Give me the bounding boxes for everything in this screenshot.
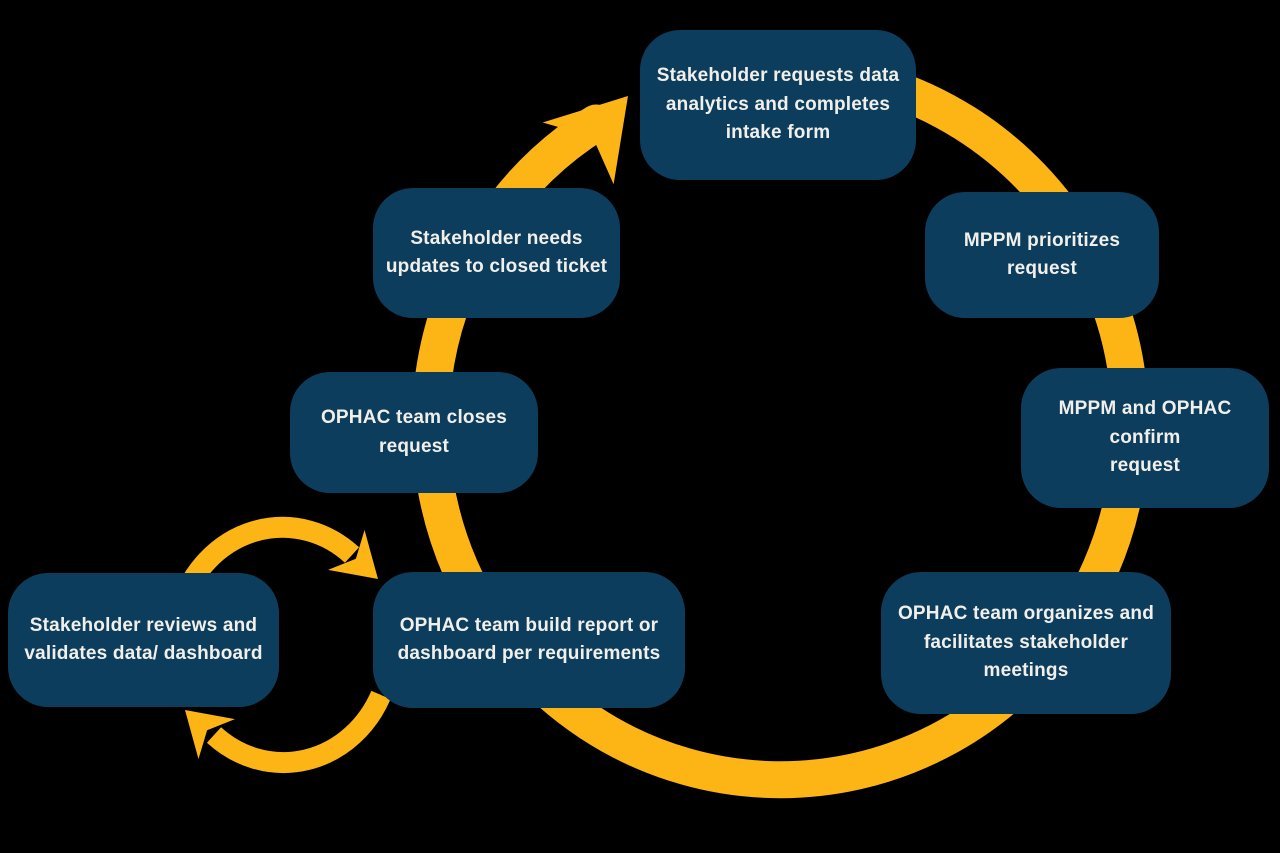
feedback-arrow-bottom xyxy=(206,690,391,774)
node-mppm-ophac-confirm-request: MPPM and OPHAC confirm request xyxy=(1021,368,1269,508)
node-ophac-closes-request: OPHAC team closes request xyxy=(290,372,538,493)
node-mppm-prioritizes-request: MPPM prioritizes request xyxy=(925,192,1159,318)
main-cycle-arrowhead-icon xyxy=(542,96,628,185)
node-ophac-organizes-meetings: OPHAC team organizes and facilitates sta… xyxy=(881,572,1171,714)
node-ophac-builds-report: OPHAC team build report or dashboard per… xyxy=(373,572,685,708)
feedback-arrowhead-right-icon xyxy=(328,530,378,579)
node-stakeholder-needs-updates: Stakeholder needs updates to closed tick… xyxy=(373,188,620,318)
feedback-arrowhead-left-icon xyxy=(185,710,235,759)
node-stakeholder-requests-intake: Stakeholder requests data analytics and … xyxy=(640,30,916,180)
node-stakeholder-reviews-validates: Stakeholder reviews and validates data/ … xyxy=(8,573,279,707)
